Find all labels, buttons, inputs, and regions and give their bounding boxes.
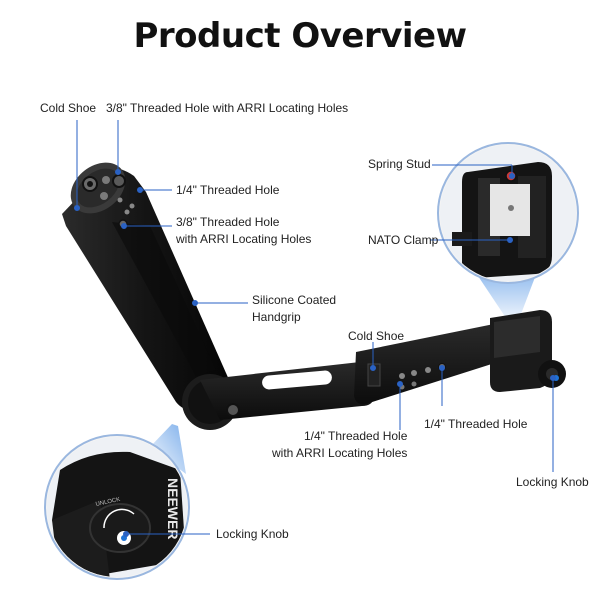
label-handgrip-line2: Handgrip: [252, 310, 301, 324]
label-threaded-arri-side-line1: 3/8" Threaded Hole: [176, 215, 280, 229]
callout-leaders: [74, 120, 556, 537]
knob-beam: [150, 424, 186, 474]
label-cold-shoe-arm: Cold Shoe: [348, 329, 405, 343]
label-threaded-arri-side: 3/8" Threaded Hole with ARRI Locating Ho…: [176, 214, 311, 248]
label-nato-clamp: NATO Clamp: [368, 233, 439, 247]
label-handgrip: Silicone Coated Handgrip: [252, 292, 336, 326]
page-title: Product Overview: [133, 16, 467, 56]
knob-unlock-text: UNLOCK: [95, 497, 121, 508]
label-arm-arri: 1/4" Threaded Hole with ARRI Locating Ho…: [272, 428, 407, 462]
label-quarter-hole-arm: 1/4" Threaded Hole: [424, 417, 528, 431]
label-locking-knob-right: Locking Knob: [516, 475, 589, 489]
handgrip-illustration: [62, 162, 231, 411]
locking-knob-magnifier: UNLOCK NEEWER: [44, 434, 190, 580]
label-threaded-arri-top: 3/8" Threaded Hole with ARRI Locating Ho…: [106, 101, 349, 115]
label-arm-arri-line1: 1/4" Threaded Hole: [303, 429, 408, 443]
hinge-arm-illustration: [182, 362, 376, 430]
label-locking-knob-left: Locking Knob: [216, 527, 289, 541]
extension-arm-illustration: [354, 310, 566, 405]
label-handgrip-line1: Silicone Coated: [252, 293, 337, 307]
label-quarter-hole-grip: 1/4" Threaded Hole: [176, 183, 280, 197]
label-threaded-arri-side-line2: with ARRI Locating Holes: [176, 232, 312, 246]
label-spring-stud: Spring Stud: [368, 157, 431, 171]
nato-clamp-magnifier: [437, 142, 579, 284]
label-cold-shoe-top: Cold Shoe: [40, 101, 97, 115]
brand-logo-text: NEEWER: [165, 478, 181, 539]
label-arm-arri-line2: with ARRI Locating Holes: [272, 446, 408, 460]
